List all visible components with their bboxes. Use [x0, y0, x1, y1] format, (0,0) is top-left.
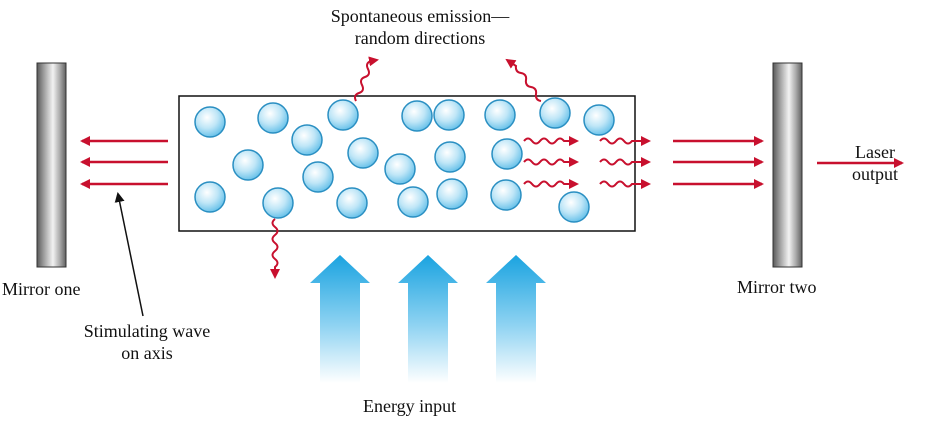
stimulating-label-line1: Stimulating wave [83, 321, 211, 341]
energy-arrow [398, 255, 458, 383]
spontaneous-label-line2: random directions [354, 28, 486, 48]
laser-label-line2: output [851, 164, 898, 184]
stimulating-label-line2: on axis [121, 343, 173, 363]
atom [484, 99, 516, 131]
stimulated-wave [599, 136, 651, 146]
atom [558, 191, 590, 223]
mirror-two [772, 62, 803, 268]
atom [194, 106, 226, 138]
stimulated-wave [599, 179, 651, 189]
atom [401, 100, 433, 132]
left-arrows [80, 136, 168, 189]
spontaneous-wave-down [270, 218, 280, 279]
atom [302, 161, 334, 193]
stimulated-wave [523, 179, 579, 189]
stimulated-waves [523, 136, 651, 189]
atom [434, 141, 466, 173]
mirror-one-label: Mirror one [2, 279, 81, 299]
spontaneous-emission-waves [270, 56, 542, 279]
atom [347, 137, 379, 169]
energy-arrow [486, 255, 546, 383]
spontaneous-emission-label: Spontaneous emission— random directions [300, 5, 540, 49]
energy-input-label: Energy input [363, 396, 457, 416]
laser-output-label: Laser output [835, 141, 915, 185]
atom [583, 104, 615, 136]
atom [194, 181, 226, 213]
stimulated-wave [523, 136, 579, 146]
atom [384, 153, 416, 185]
atom [327, 99, 359, 131]
laser-label-line1: Laser [855, 142, 895, 162]
atom [539, 97, 571, 129]
energy-arrow [310, 255, 370, 383]
atom [336, 187, 368, 219]
stimulating-wave-pointer [114, 192, 144, 317]
energy-input-arrows [310, 255, 546, 383]
atom [491, 138, 523, 170]
stimulating-wave-label: Stimulating wave on axis [62, 320, 232, 364]
spontaneous-label-line1: Spontaneous emission— [330, 6, 510, 26]
atom [262, 187, 294, 219]
atom [433, 99, 465, 131]
spontaneous-wave-up-left [354, 56, 379, 102]
right-arrows [673, 136, 764, 189]
atoms [194, 97, 615, 223]
atom [232, 149, 264, 181]
spontaneous-wave-up-right [505, 58, 542, 102]
stimulated-wave [599, 157, 651, 167]
mirror-one [36, 62, 67, 268]
stimulated-wave [523, 157, 579, 167]
atom [490, 179, 522, 211]
atom [436, 178, 468, 210]
atom [257, 102, 289, 134]
atom [397, 186, 429, 218]
atom [291, 124, 323, 156]
mirror-two-label: Mirror two [737, 277, 817, 297]
